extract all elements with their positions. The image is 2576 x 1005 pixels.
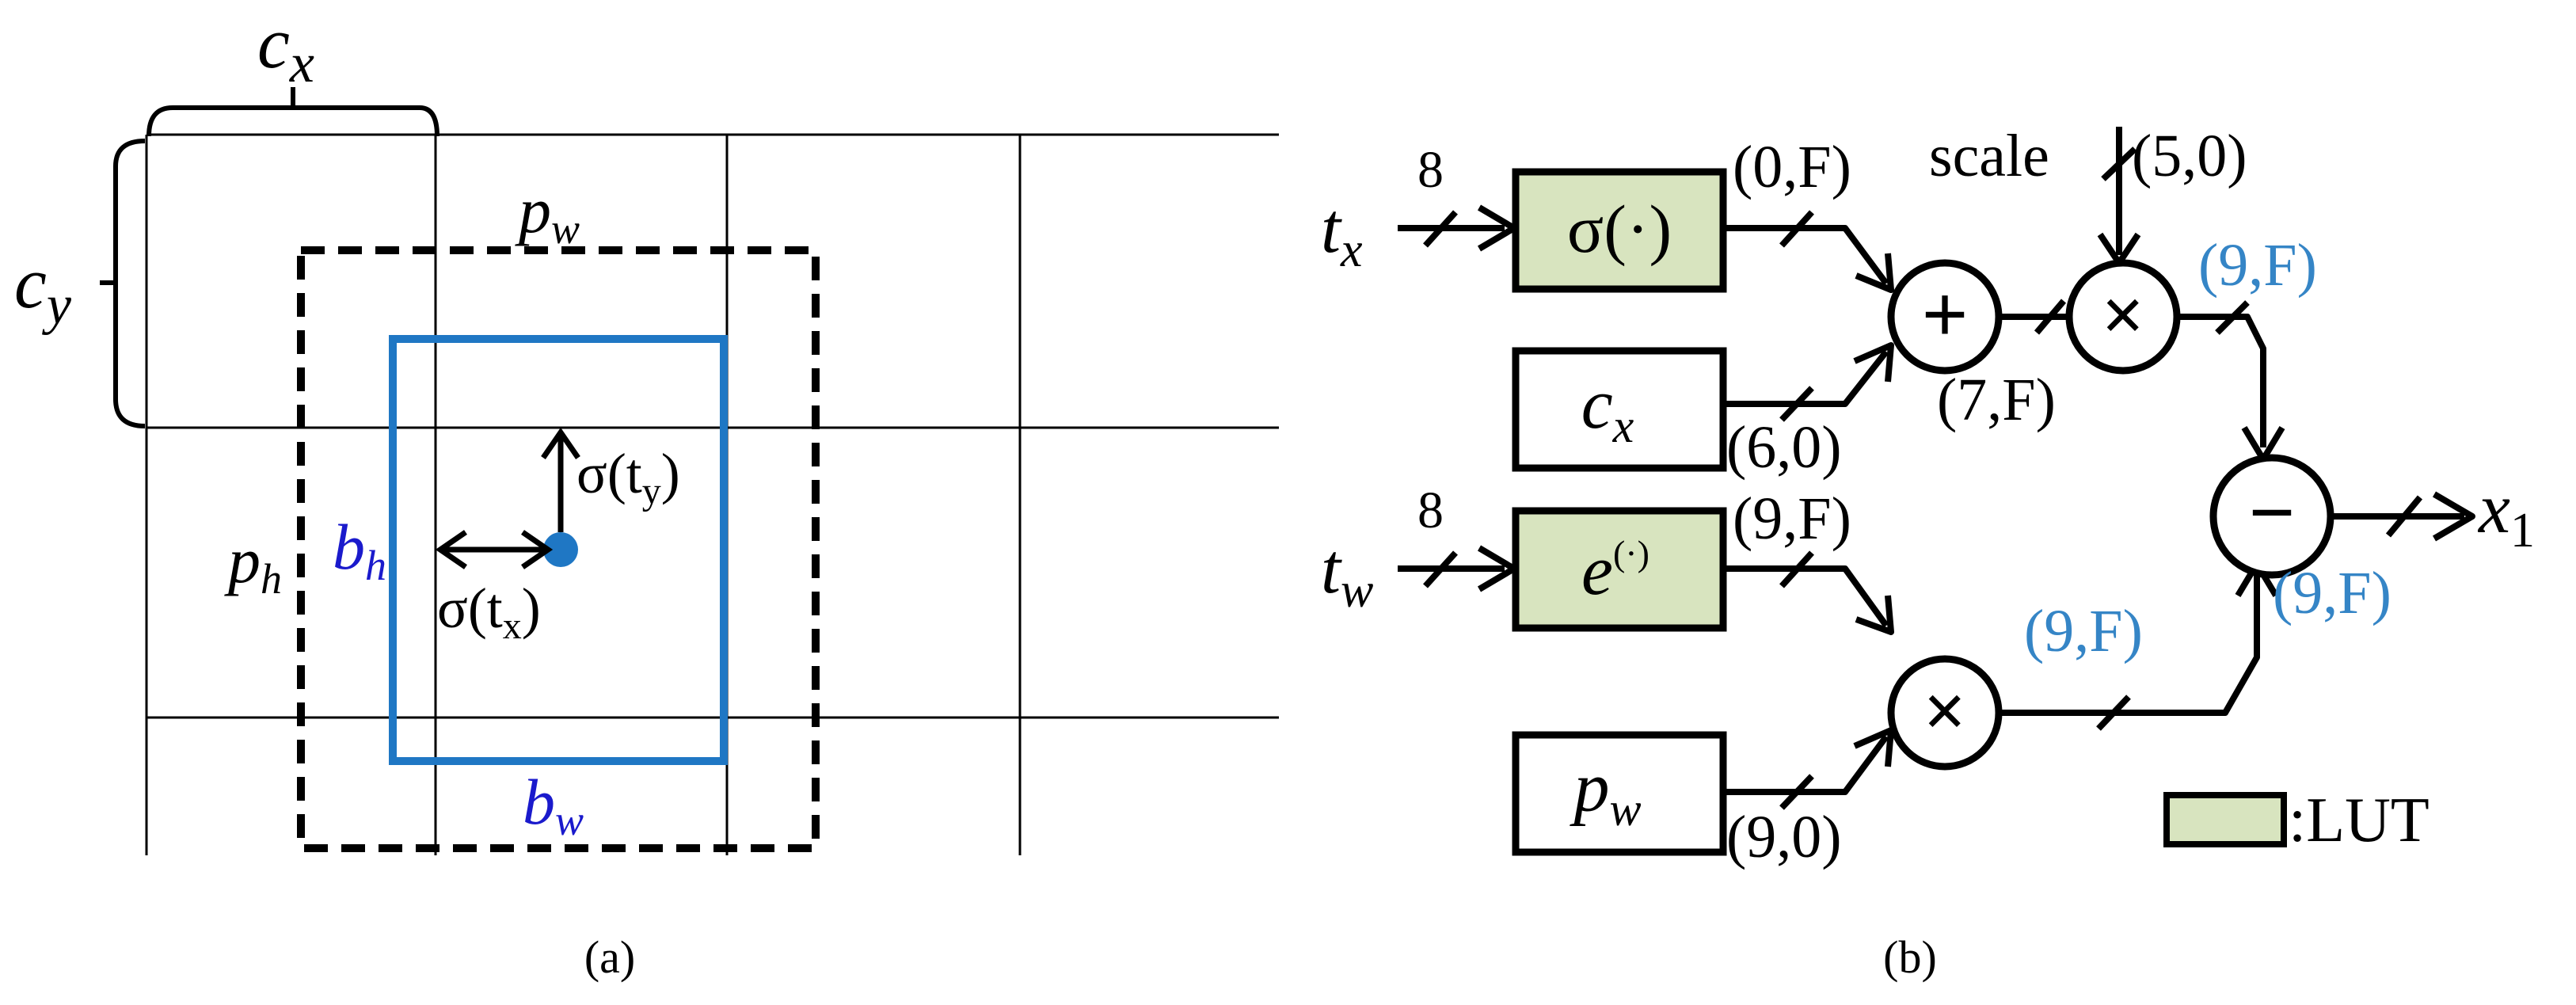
center-point xyxy=(543,532,578,567)
grid xyxy=(145,133,1279,855)
cx-brace xyxy=(146,87,439,137)
ann-9F-exp: (9,F) xyxy=(1733,485,1851,552)
ann-90: (9,0) xyxy=(1726,804,1842,870)
svg-text:×: × xyxy=(1923,668,1967,753)
tx-input-label: tx xyxy=(1321,189,1363,277)
caption-a: (a) xyxy=(584,931,635,983)
cx-box xyxy=(1512,347,1727,472)
panel-a: cx cy pw ph bh bw xyxy=(14,2,1279,983)
plus-node: + xyxy=(1887,259,2003,375)
bw-label: bw xyxy=(523,766,584,844)
svg-text:−: − xyxy=(2248,467,2295,558)
pw-box-label: pw xyxy=(1569,748,1641,836)
caption-b: (b) xyxy=(1883,931,1937,983)
cy-brace xyxy=(100,139,146,428)
multiply-node-bottom: × xyxy=(1887,655,2003,771)
legend-lut-label: :LUT xyxy=(2289,786,2430,855)
predicted-box xyxy=(389,335,728,765)
ann-7F: (7,F) xyxy=(1937,367,2056,433)
ann-9F-mul: (9,F) xyxy=(2024,598,2143,664)
output-label: x1 xyxy=(2477,470,2535,558)
sigma-lut-label: σ(·) xyxy=(1567,191,1672,267)
exp-lut-box xyxy=(1512,507,1727,632)
sigma-ty-label: σ(ty) xyxy=(576,442,680,512)
exp-lut-label: e(·) xyxy=(1581,531,1649,610)
bh-label: bh xyxy=(333,511,386,589)
bits-tx: 8 xyxy=(1417,141,1444,199)
cx-box-label: cx xyxy=(1581,365,1634,452)
cy-label: cy xyxy=(14,242,72,336)
ph-label: ph xyxy=(224,524,282,603)
ann-9F-out: (9,F) xyxy=(2273,560,2391,626)
tw-input-label: tw xyxy=(1321,530,1373,618)
panel-b: tx tw 8 8 xyxy=(1321,123,2535,983)
ann-60: (6,0) xyxy=(1726,414,1842,481)
pw-box xyxy=(1512,731,1727,856)
legend-lut-swatch xyxy=(2163,792,2287,847)
ann-9F-top: (9,F) xyxy=(2198,232,2317,299)
offset-arrows xyxy=(435,427,580,569)
ann-50: (5,0) xyxy=(2132,123,2247,189)
sigma-lut-box xyxy=(1512,168,1727,293)
sigma-tx-label: σ(tx) xyxy=(437,577,541,647)
bits-tw: 8 xyxy=(1417,482,1444,539)
minus-node: − xyxy=(2209,454,2334,579)
cx-label: cx xyxy=(257,2,314,94)
pw-label: pw xyxy=(515,174,580,253)
ann-0F: (0,F) xyxy=(1733,134,1851,200)
multiply-node-top: × xyxy=(2065,259,2181,375)
svg-text:×: × xyxy=(2102,272,2145,357)
scale-label: scale xyxy=(1929,123,2049,189)
svg-text:+: + xyxy=(1921,269,1968,360)
